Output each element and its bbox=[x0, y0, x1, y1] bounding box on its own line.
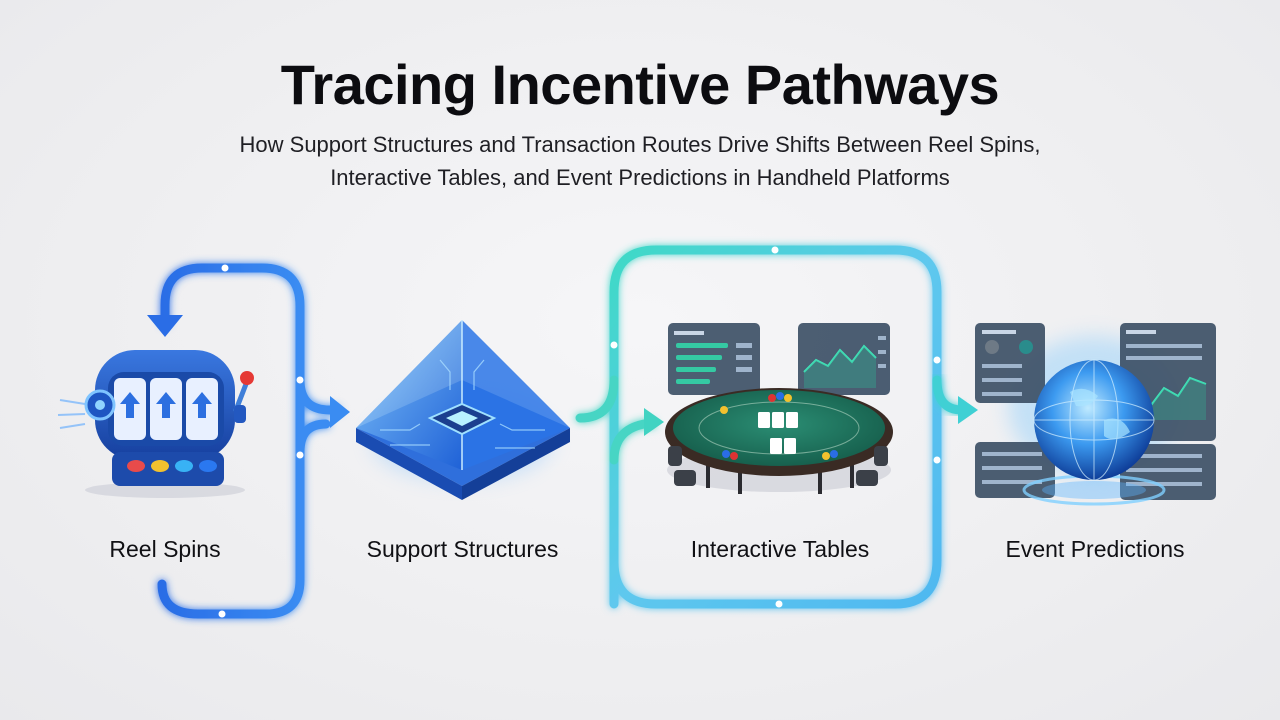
support-to-tables-loop bbox=[575, 245, 942, 609]
loop-arrowhead-down-icon bbox=[147, 315, 183, 337]
stage-label-support-structures: Support Structures bbox=[366, 536, 559, 562]
poker-chips bbox=[720, 392, 838, 460]
circuit-pyramid-icon bbox=[356, 320, 570, 500]
events-arrowhead-right-icon bbox=[958, 396, 978, 424]
stage-label-interactive-tables: Interactive Tables bbox=[690, 536, 870, 562]
events-panel-top-left bbox=[975, 323, 1045, 403]
reel-to-support-loop bbox=[157, 263, 341, 619]
subtitle-line-2: Interactive Tables, and Event Prediction… bbox=[330, 165, 950, 190]
slot-machine-icon bbox=[57, 350, 254, 498]
tables-dashboard-panel-left bbox=[668, 323, 760, 395]
events-panel-bottom-left bbox=[975, 442, 1055, 498]
tables-dashboard-panel-right bbox=[798, 323, 890, 395]
loop-arrowhead-right-icon bbox=[330, 396, 350, 428]
globe-dashboard-icon bbox=[975, 323, 1216, 506]
events-panel-bottom-right bbox=[1120, 444, 1216, 500]
poker-table-icon bbox=[665, 323, 893, 494]
flow-nodes-teal bbox=[610, 246, 941, 608]
subtitle-line-1: How Support Structures and Transaction R… bbox=[239, 132, 1041, 157]
page-subtitle: How Support Structures and Transaction R… bbox=[140, 128, 1140, 194]
flow-nodes-blue bbox=[218, 264, 304, 618]
stage-label-reel-spins: Reel Spins bbox=[109, 536, 221, 562]
stage-label-event-predictions: Event Predictions bbox=[1005, 536, 1185, 562]
tables-arrowhead-right-icon bbox=[644, 408, 664, 436]
page-title: Tracing Incentive Pathways bbox=[280, 53, 1000, 116]
